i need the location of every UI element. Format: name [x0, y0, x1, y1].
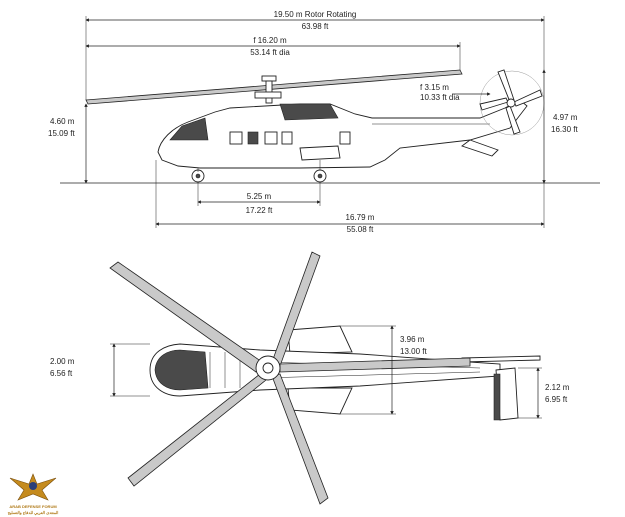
dim-tail-height-m: 4.97 m: [553, 113, 578, 122]
rotor-hub: [254, 91, 282, 99]
dim-sponson-m: 3.96 m: [400, 335, 425, 344]
cabin-window: [264, 131, 278, 145]
cockpit-window: [169, 117, 209, 141]
dim-rotor-dia-ft: 53.14 ft dia: [250, 48, 290, 57]
sponson-top: [287, 325, 353, 355]
cabin-window: [281, 131, 293, 145]
dim-rotor-dia-m: f 16.20 m: [253, 36, 287, 45]
dim-length-ft: 55.08 ft: [347, 225, 374, 234]
dim-tail-rotor-ft: 10.33 ft dia: [420, 93, 460, 102]
dim-sponson-ft: 13.00 ft: [400, 347, 427, 356]
dim-width-m: 2.00 m: [50, 357, 75, 366]
eagle-icon: [9, 473, 57, 501]
tail-rotor: [479, 69, 545, 136]
dim-width-ft: 6.56 ft: [50, 369, 73, 378]
dim-stabilizer-ft: 6.95 ft: [545, 395, 568, 404]
main-rotor-top: [109, 251, 471, 505]
horizontal-stabilizer: [461, 139, 499, 157]
dim-rotor-m: 19.50 m Rotor Rotating: [274, 10, 357, 19]
cabin-window: [229, 131, 243, 145]
rotor-head: [261, 75, 277, 82]
main-rotor-blade-side: [85, 69, 463, 105]
dim-tail-rotor-m: f 3.15 m: [420, 83, 449, 92]
cabin-window: [247, 131, 259, 145]
top-view: 2.00 m 6.56 ft 3.96 m 13.00 ft 2.12 m 6.…: [50, 251, 570, 505]
dim-stabilizer-m: 2.12 m: [545, 383, 570, 392]
cabin-window: [339, 131, 351, 145]
watermark-logo: ARAB DEFENSE FORUM المنتدى العربي للدفاع…: [4, 470, 62, 516]
dim-wheelbase-ft: 17.22 ft: [246, 206, 273, 215]
dim-wheelbase-m: 5.25 m: [247, 192, 272, 201]
sponson-top: [287, 387, 353, 415]
engine-intake: [279, 103, 339, 121]
logo-text-ar: المنتدى العربي للدفاع والتسليح: [7, 510, 59, 515]
side-view: 19.50 m Rotor Rotating 63.98 ft f 16.20 …: [48, 10, 600, 234]
dim-height-m: 4.60 m: [50, 117, 75, 126]
dim-length-m: 16.79 m: [346, 213, 375, 222]
dim-height-ft: 15.09 ft: [48, 129, 75, 138]
tail-rotor-blade-top: [461, 355, 541, 363]
dim-rotor-ft: 63.98 ft: [302, 22, 329, 31]
dim-tail-height-ft: 16.30 ft: [551, 125, 578, 134]
logo-text-en: ARAB DEFENSE FORUM: [9, 504, 57, 509]
sponson: [299, 145, 341, 161]
cockpit-canopy: [154, 349, 209, 391]
